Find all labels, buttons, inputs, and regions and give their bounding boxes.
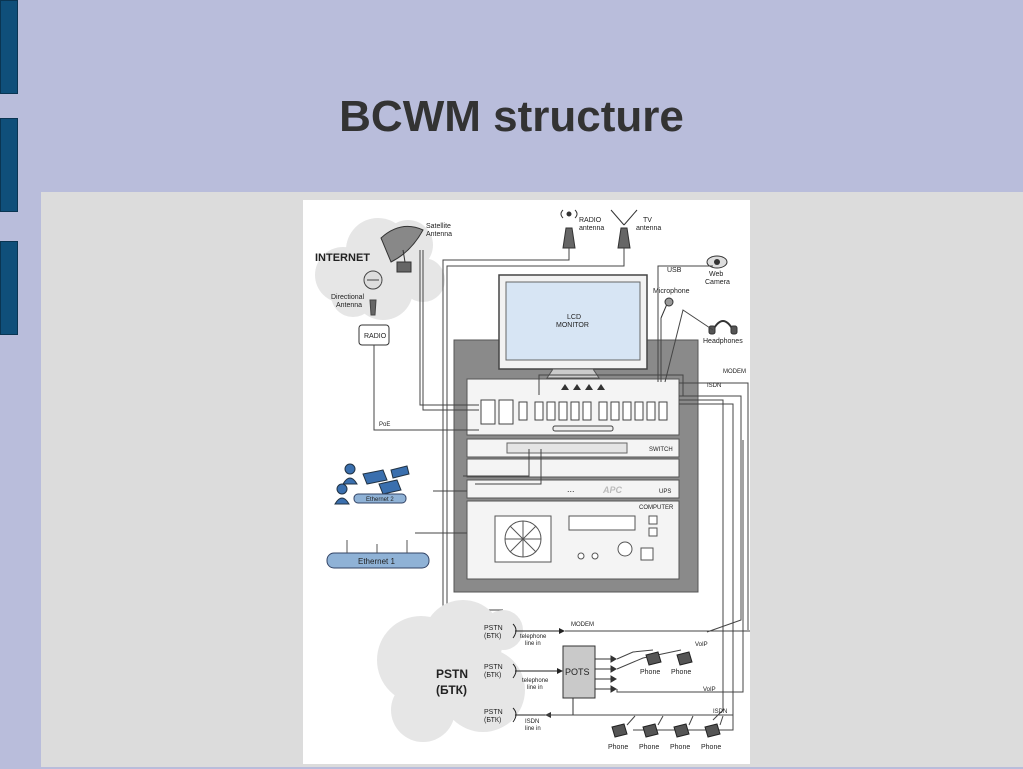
- accent-bar-middle: [0, 118, 18, 212]
- isdn-line-label-1: ISDN: [525, 719, 539, 725]
- radio-antenna-label-2: antenna: [579, 225, 604, 232]
- modem-bottom-label: MODEM: [571, 622, 594, 628]
- web-camera-label-2: Camera: [705, 279, 730, 286]
- ethernet-2-bar: [353, 493, 407, 504]
- internet-label: INTERNET: [315, 252, 370, 264]
- pstn-3-label-1: PSTN: [484, 709, 503, 716]
- isdn-bottom-label: ISDN: [713, 709, 727, 715]
- isdn-line-label-2: line in: [525, 726, 541, 732]
- apc-label: APC: [602, 485, 623, 495]
- accent-bar-top: [0, 0, 18, 94]
- pstn-2-label-2: (БТК): [484, 672, 501, 679]
- pstn-cloud-label-1: PSTN: [436, 667, 468, 681]
- pots-box: [562, 645, 596, 699]
- microphone-label: Microphone: [653, 288, 690, 295]
- web-camera-label-1: Web: [709, 271, 723, 278]
- ethernet-1-bar: [326, 552, 430, 569]
- bcwm-diagram: INTERNET Satellite Antenna Directional A…: [303, 200, 750, 764]
- wire-arrows: [561, 384, 605, 390]
- microphone-icon: [660, 297, 674, 319]
- radio-antenna-label-1: RADIO: [579, 217, 602, 224]
- phone-label-2: Phone: [671, 669, 691, 676]
- directional-antenna-label-2: Antenna: [336, 302, 362, 309]
- phone-label-3: Phone: [608, 744, 628, 751]
- ups-label: UPS: [659, 489, 671, 495]
- pstn-2-label-1: PSTN: [484, 664, 503, 671]
- radio-label: RADIO: [364, 333, 387, 340]
- tv-antenna-label-2: antenna: [636, 225, 661, 232]
- directional-antenna-label-1: Directional: [331, 294, 365, 301]
- usb-label: USB: [667, 267, 682, 274]
- headphones-label: Headphones: [703, 338, 743, 345]
- telephone-line-2-label-2: line in: [527, 685, 543, 691]
- voip-label-2: VoIP: [703, 687, 716, 693]
- phone-label-4: Phone: [639, 744, 659, 751]
- phone-label-5: Phone: [670, 744, 690, 751]
- tv-antenna-label-1: TV: [643, 217, 652, 224]
- lcd-monitor-screen: [505, 281, 641, 361]
- headphones-icon: [708, 320, 738, 335]
- directional-antenna-icon: [363, 270, 383, 316]
- computer-fan-icon: [494, 515, 552, 563]
- phone-label-6: Phone: [701, 744, 721, 751]
- telephone-line-1-label-2: line in: [525, 641, 541, 647]
- modem-top-label: MODEM: [723, 369, 746, 375]
- tv-antenna-icon: [610, 209, 638, 249]
- web-camera-icon: [706, 255, 728, 269]
- ethernet-2-label: Ethernet 2: [366, 497, 394, 503]
- satellite-antenna-label-1: Satellite: [426, 223, 451, 230]
- pots-label: POTS: [565, 667, 590, 677]
- lcd-monitor-label-2: MONITOR: [556, 322, 589, 329]
- laptop-users-icon: [334, 463, 410, 505]
- patch-panel-ports: [480, 399, 668, 432]
- switch-label: SWITCH: [649, 447, 673, 453]
- lcd-monitor-label-1: LCD: [567, 314, 581, 321]
- phone-label-1: Phone: [640, 669, 660, 676]
- telephone-line-1-label-1: telephone: [520, 634, 547, 640]
- ethernet-1-label: Ethernet 1: [358, 557, 395, 566]
- radio-antenna-icon: [560, 209, 578, 249]
- slide-title: BCWM structure: [339, 92, 684, 141]
- pstn-cloud-label-2: (БТК): [436, 683, 467, 697]
- accent-bar-bottom: [0, 241, 18, 335]
- phone-icons: [611, 651, 721, 738]
- satellite-antenna-label-2: Antenna: [426, 231, 452, 238]
- telephone-line-2-label-1: telephone: [522, 678, 549, 684]
- computer-label: COMPUTER: [639, 505, 674, 511]
- pstn-3-label-2: (БТК): [484, 717, 501, 724]
- pstn-1-label-1: PSTN: [484, 625, 503, 632]
- pstn-1-label-2: (БТК): [484, 633, 501, 640]
- voip-label-1: VoIP: [695, 642, 708, 648]
- pstn-cloud: [377, 600, 525, 742]
- svg-text:...: ...: [567, 484, 575, 494]
- poe-label: PoE: [379, 422, 390, 428]
- isdn-top-label: ISDN: [707, 383, 721, 389]
- satellite-dish-icon: [380, 225, 424, 273]
